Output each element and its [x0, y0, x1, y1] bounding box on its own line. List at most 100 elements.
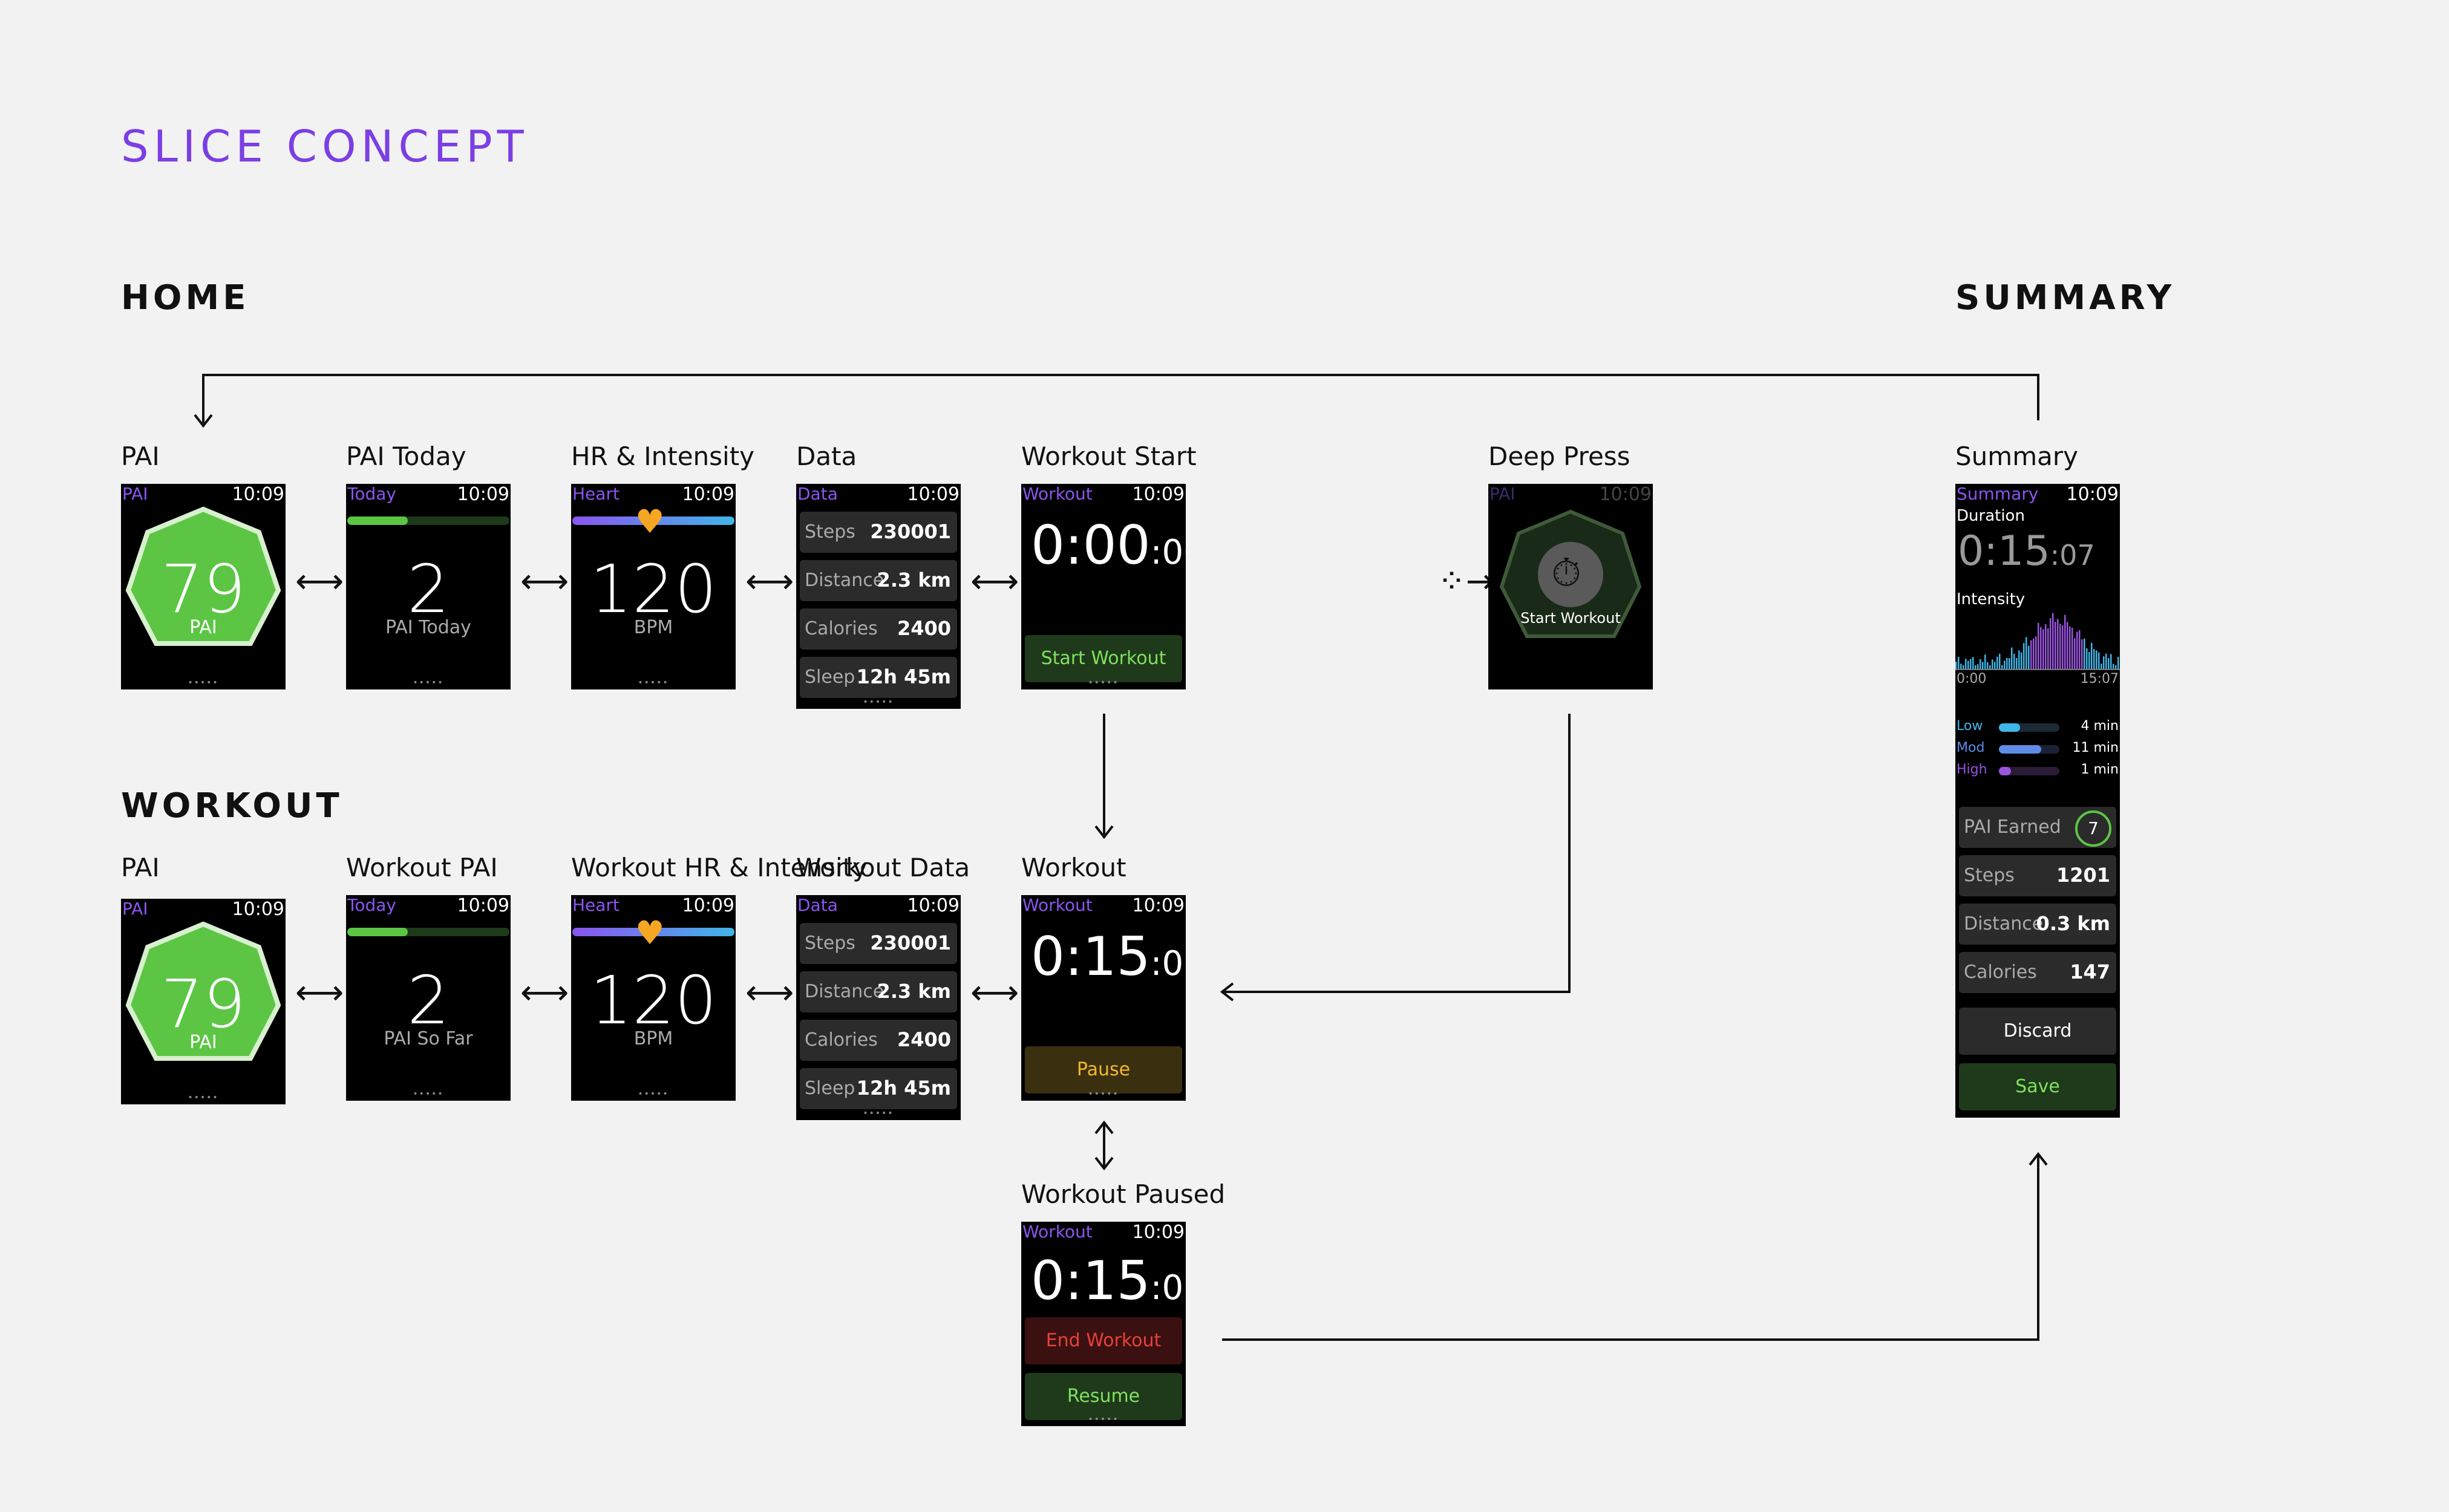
watch-screen-workout-pai[interactable]: Today 10:09 2 PAI So Far ••••• [346, 895, 511, 1101]
timer-main: 0:00 [1031, 514, 1151, 576]
clock: 10:09 [1132, 484, 1185, 505]
section-workout-title: WORKOUT [121, 786, 343, 826]
row-value: 12h 45m [856, 665, 951, 688]
histogram-bar [2074, 638, 2076, 669]
pause-button[interactable]: Pause [1025, 1046, 1182, 1093]
connector-summary-to-home [202, 374, 2039, 423]
pai-unit: PAI [189, 617, 217, 638]
timer-seconds: :07 [1150, 944, 1186, 983]
watch-screen-workout-active[interactable]: Workout 10:09 0:15:07 Pause ••••• [1021, 895, 1186, 1101]
watch-screen-workout-paused[interactable]: Workout 10:09 0:15:07 End Workout Resume… [1021, 1222, 1186, 1426]
watch-screen-workout-pai-score[interactable]: PAI 10:09 79 PAI ••••• [121, 899, 286, 1104]
pai-today-value: 2 [407, 550, 450, 628]
histogram-bar [2013, 653, 2015, 669]
watch-screen-workout-start[interactable]: Workout 10:09 0:00:00 Start Workout ••••… [1021, 484, 1186, 689]
row-value: 0.3 km [2036, 912, 2110, 935]
clock: 10:09 [232, 484, 284, 505]
screen-tag: PAI [122, 899, 148, 919]
screen-caption: Data [796, 442, 857, 471]
pai-hexagon-icon [125, 506, 281, 646]
intensity-label: Intensity [1957, 590, 2026, 608]
histogram-bar [2038, 622, 2039, 669]
page-dots: ••••• [1088, 1089, 1119, 1099]
screen-tag: Data [797, 484, 838, 504]
swipe-arrow: ⟷ [745, 562, 794, 601]
screen-caption: PAI Today [346, 442, 466, 471]
histogram-bar [1992, 659, 1993, 669]
histogram-bar [2096, 650, 2098, 669]
stopwatch-button[interactable] [1538, 542, 1603, 607]
row-value: 2.3 km [877, 569, 951, 591]
row-value: 2.3 km [877, 980, 951, 1003]
save-button[interactable]: Save [1959, 1063, 2116, 1110]
hr-unit: BPM [633, 617, 673, 638]
pai-so-far-label: PAI So Far [384, 1028, 473, 1049]
histogram-bar [2021, 652, 2022, 669]
histogram-bar [1989, 665, 1991, 669]
screen-caption: Deep Press [1488, 442, 1630, 471]
watch-screen-hr[interactable]: Heart 10:09 ♥ 120 BPM ••••• [571, 484, 736, 689]
page-dots: ••••• [413, 678, 444, 688]
pai-earned-badge: 7 [2075, 810, 2111, 847]
pai-today-label: PAI Today [385, 617, 471, 638]
histogram-bar [2033, 638, 2035, 669]
watch-screen-summary[interactable]: Summary 10:09 Duration 0:15:07 Intensity… [1955, 484, 2120, 1118]
level-high-fill [1999, 767, 2011, 775]
histogram-bar [2105, 653, 2107, 669]
level-mod-label: Mod [1957, 740, 1985, 755]
watch-screen-pai-today[interactable]: Today 10:09 2 PAI Today ••••• [346, 484, 511, 689]
row-label: Steps [1964, 865, 2015, 886]
row-value: 12h 45m [856, 1077, 951, 1100]
resume-button[interactable]: Resume [1025, 1373, 1182, 1420]
swipe-arrow: ⟷ [295, 562, 344, 601]
watch-screen-pai[interactable]: PAI 10:09 79 PAI ••••• [121, 484, 286, 689]
timer: 0:00:00 [1031, 514, 1186, 576]
histogram-bar [2030, 640, 2032, 669]
pai-value: 79 [161, 550, 246, 628]
watch-screen-workout-hr[interactable]: Heart 10:09 ♥ 120 BPM ••••• [571, 895, 736, 1101]
swipe-arrow: ⟷ [295, 973, 344, 1012]
clock: 10:09 [682, 484, 734, 505]
histogram-bar [2052, 613, 2054, 669]
clock: 10:09 [907, 895, 960, 916]
hr-value: 120 [590, 962, 717, 1039]
row-value: 2400 [897, 617, 951, 640]
histogram-bar [2009, 658, 2010, 669]
histogram-bar [2064, 614, 2066, 669]
histogram-bar [1970, 659, 1972, 669]
histogram-bar [1967, 660, 1969, 669]
pai-unit: PAI [189, 1032, 217, 1053]
end-workout-button[interactable]: End Workout [1025, 1317, 1182, 1364]
histogram-bar [1955, 661, 1957, 669]
heart-icon: ♥ [635, 914, 665, 952]
page-dots: ••••• [863, 697, 894, 707]
clock: 10:09 [457, 484, 509, 505]
histogram-bar [1999, 653, 2001, 669]
start-workout-button[interactable]: Start Workout [1025, 635, 1182, 682]
row-value: 2400 [897, 1028, 951, 1051]
histogram-bar [2042, 629, 2044, 669]
histogram-bar [2108, 658, 2110, 669]
watch-screen-deep-press[interactable]: PAI 10:09 ⏱ Start Workout [1488, 484, 1653, 689]
histogram-bar [2093, 649, 2095, 669]
level-high-track [1999, 767, 2059, 775]
row-value: 1201 [2056, 864, 2110, 887]
histogram-bar [2028, 645, 2030, 669]
heart-icon: ♥ [635, 503, 665, 541]
clock: 10:09 [682, 895, 734, 916]
row-label: Distance [805, 981, 884, 1002]
discard-button[interactable]: Discard [1959, 1008, 2116, 1055]
